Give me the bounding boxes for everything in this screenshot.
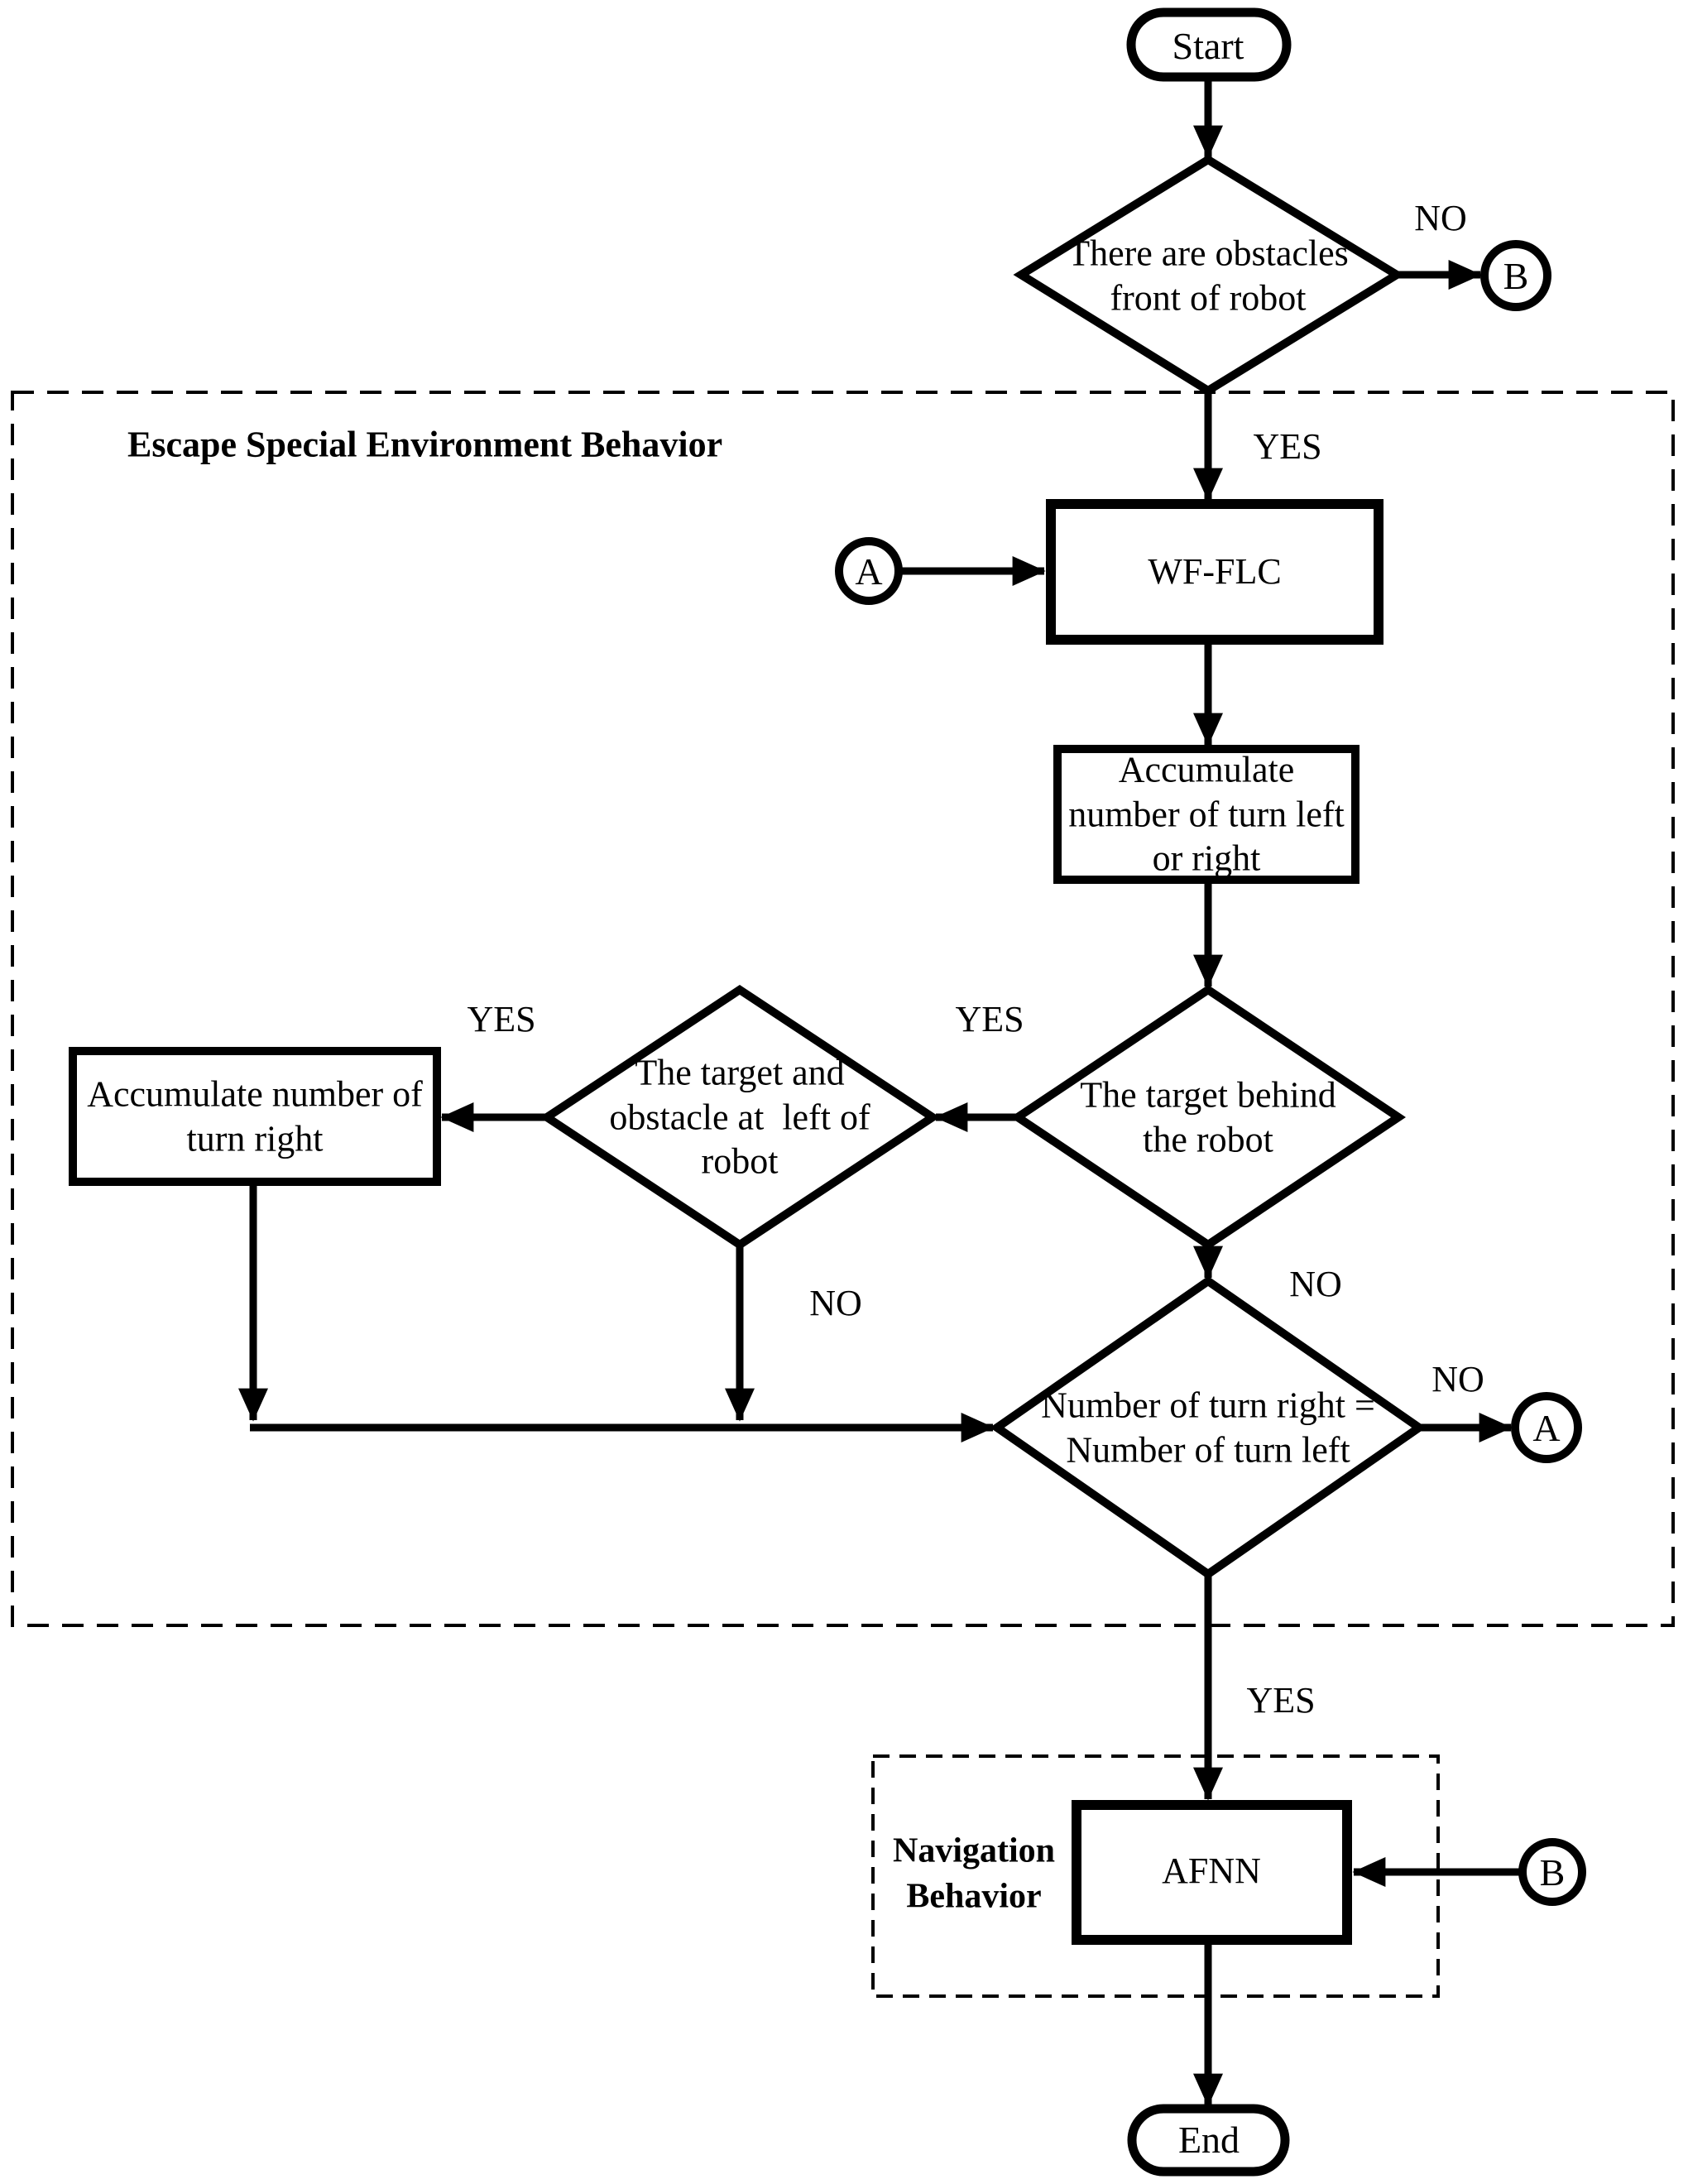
edge-label-no-obstacles: NO [1414,198,1467,239]
start-node-label: Start [1172,24,1244,67]
escape-region-border [11,391,1675,1627]
process-afnn-label: AFNN [1162,1850,1261,1892]
decision-obstacles-front-shape [1013,155,1405,396]
end-node-label: End [1177,2118,1240,2161]
navigation-region-border [871,1754,1440,1998]
edge-label-yes-obstacles: YES [1253,426,1322,468]
escape-region-title: Escape Special Environment Behavior [127,424,723,465]
edge-label-yes-target-left: YES [467,999,536,1040]
edge-label-no-target-behind: NO [1289,1264,1342,1305]
decision-turns-equal-shape [990,1275,1427,1580]
process-accumulate-left-right-shape [1053,745,1360,884]
connector-b-top-label: B [1503,254,1529,297]
process-accumulate-right-shape [69,1047,441,1186]
start-node-shape [1126,7,1292,82]
connector-b-nav-label: B [1539,1850,1566,1894]
process-accumulate-right-label: Accumulate number of turn right [87,1073,423,1159]
edge-label-yes-turns-equal: YES [1246,1680,1316,1721]
process-wf-flc-shape [1046,499,1383,645]
decision-target-behind-shape [1010,984,1406,1250]
process-afnn-shape [1072,1800,1352,1945]
edge-label-no-turns-equal: NO [1431,1359,1484,1400]
decision-turns-equal-label: Number of turn right = Number of turn le… [1041,1385,1375,1470]
connector-a-input-label: A [855,550,883,593]
edge-label-no-target-left: NO [809,1283,862,1324]
connector-b-top-shape [1480,240,1551,311]
end-node-shape [1127,2104,1290,2177]
process-wf-flc-label: WF-FLC [1148,551,1282,593]
connector-a-output-shape [1511,1392,1582,1463]
connector-b-nav-shape [1518,1838,1586,1906]
decision-target-behind-label: The target behind the robot [1080,1074,1336,1159]
decision-target-obstacle-left-shape [539,985,941,1250]
process-accumulate-left-right-label: Accumulate number of turn left or right [1068,749,1345,879]
connector-a-output-label: A [1532,1406,1561,1449]
decision-obstacles-front-label: There are obstacles front of robot [1067,233,1349,318]
edge-label-yes-target-behind: YES [955,999,1024,1040]
connector-a-input-shape [835,537,903,605]
navigation-region-title: Navigation Behavior [892,1831,1056,1915]
decision-target-obstacle-left-label: The target and obstacle at left of robot [609,1052,870,1182]
